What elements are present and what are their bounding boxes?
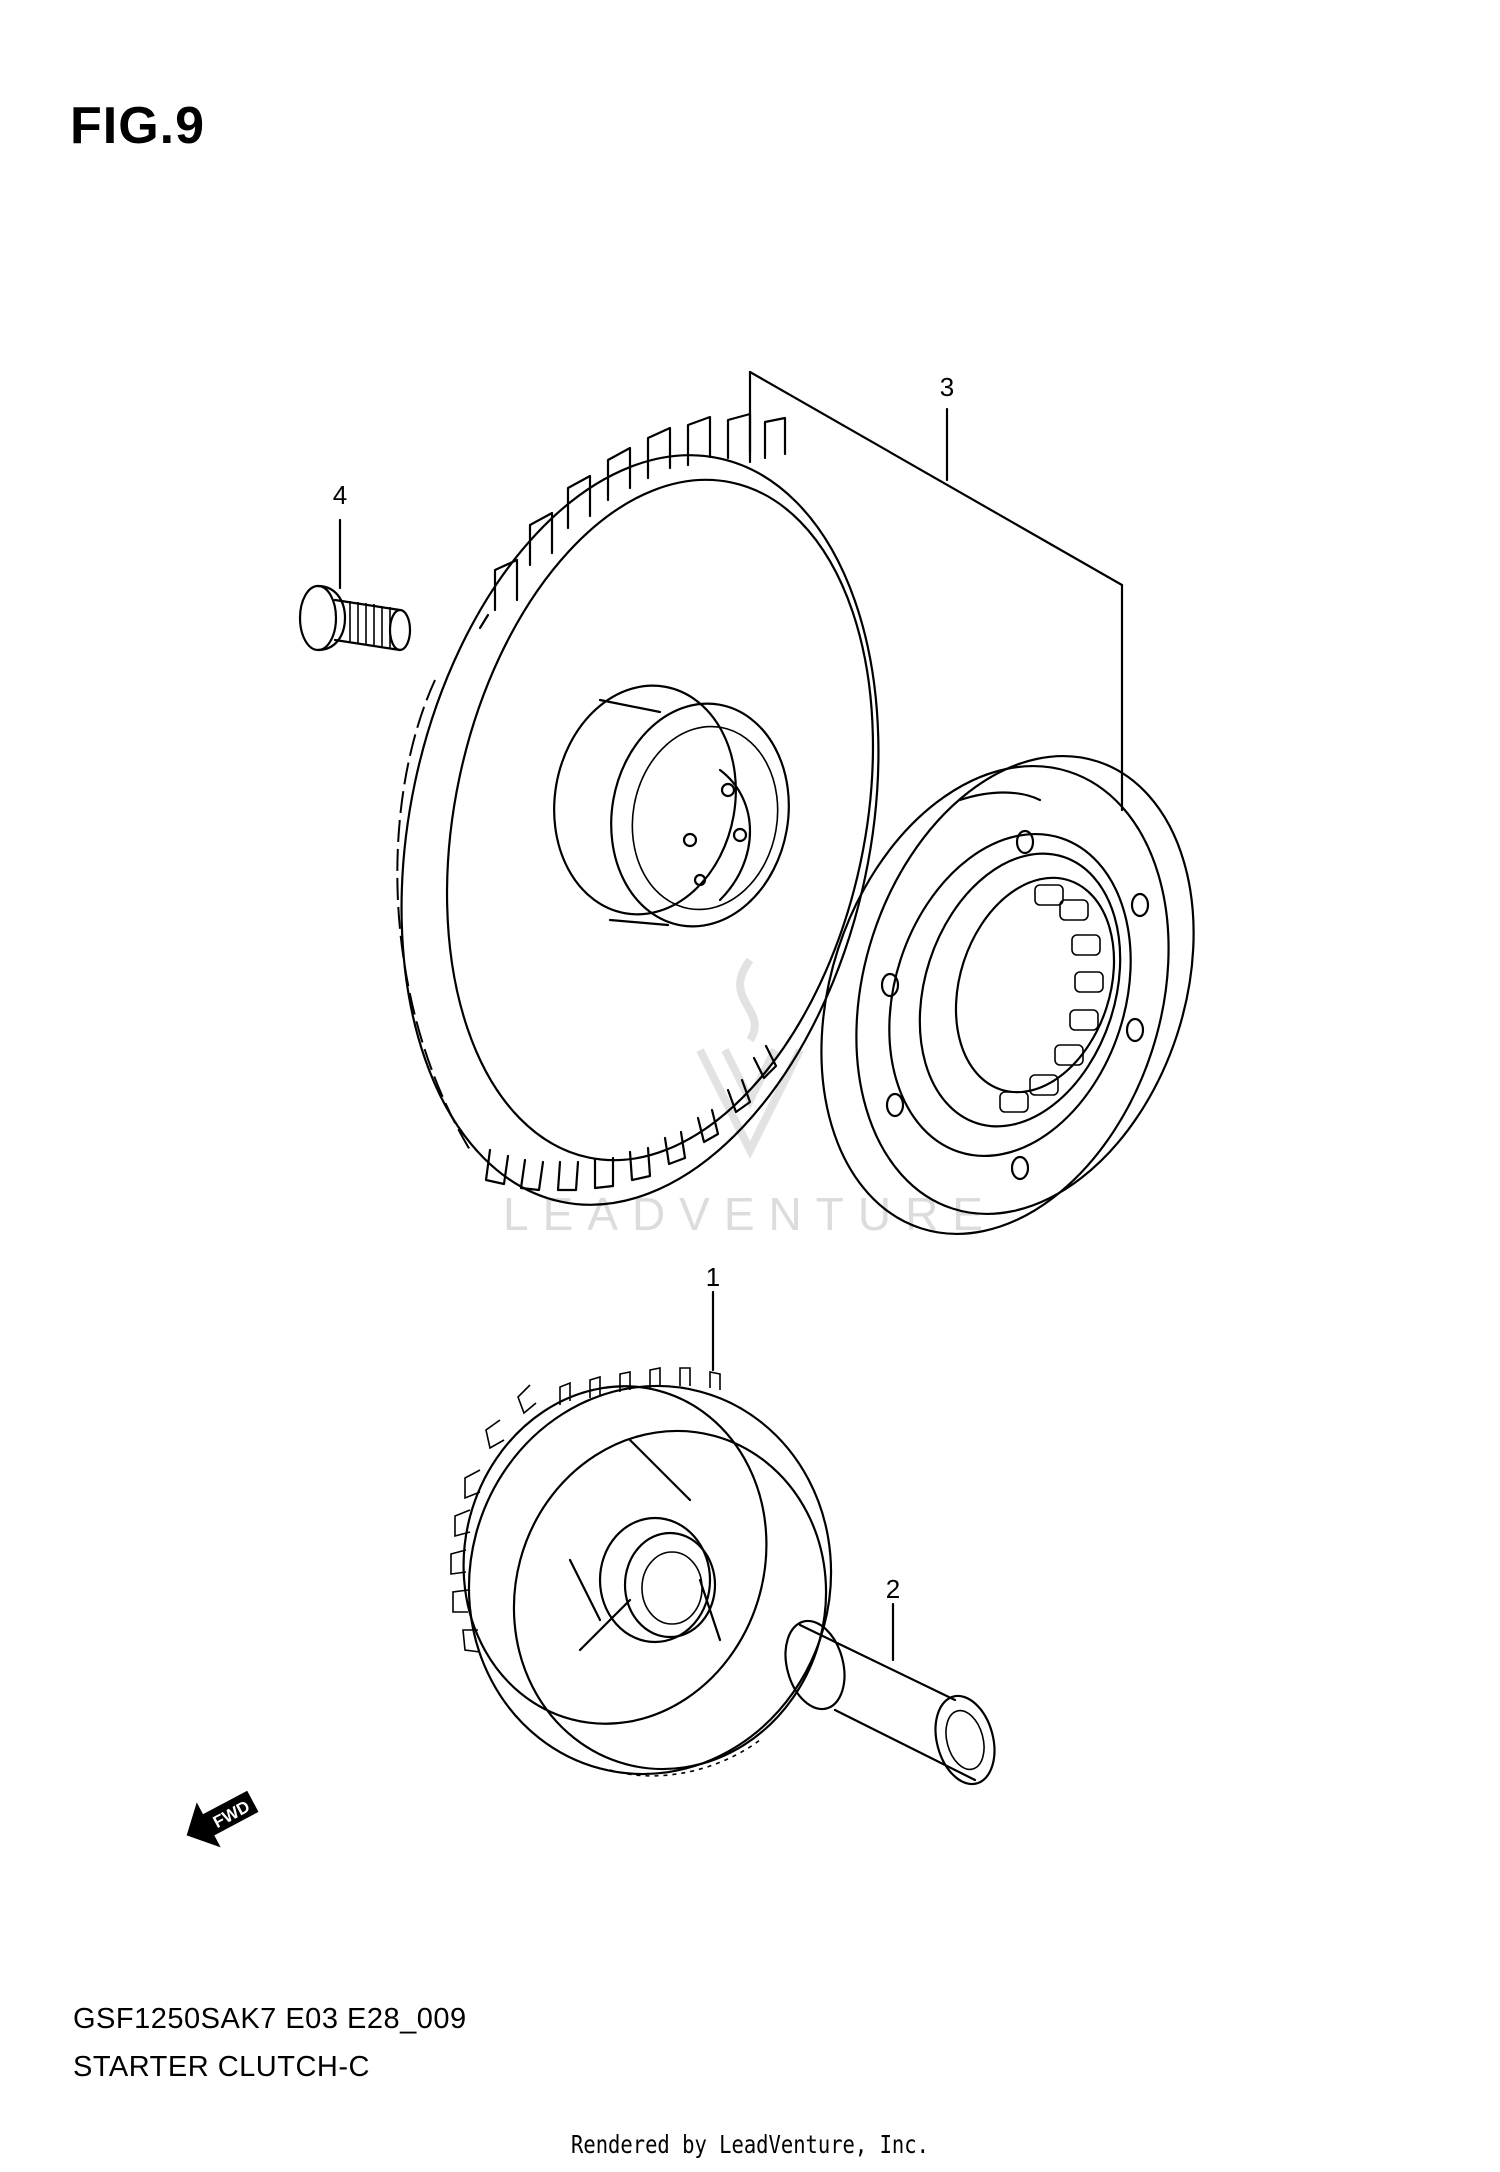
starter-idle-gear[interactable]	[426, 1345, 875, 1815]
model-code: GSF1250SAK7 E03 E28_009	[73, 2003, 467, 2035]
figure-title: FIG.9	[70, 97, 206, 155]
leader-lines	[338, 370, 1124, 1662]
idle-gear-shaft[interactable]	[776, 1614, 1003, 1790]
one-way-clutch-housing[interactable]	[764, 712, 1250, 1279]
forward-arrow-icon: FWD	[186, 1790, 259, 1848]
starter-driven-gear-large[interactable]	[336, 410, 944, 1249]
watermark-text: LEADVENTURE	[503, 1188, 997, 1240]
callout-4: 4	[332, 480, 348, 510]
callout-3: 3	[939, 372, 955, 402]
render-credit: Rendered by LeadVenture, Inc.	[571, 2130, 929, 2159]
callout-1: 1	[705, 1262, 721, 1292]
bolt[interactable]	[298, 584, 412, 652]
callout-2: 2	[885, 1574, 901, 1604]
diagram-name: STARTER CLUTCH-C	[73, 2051, 370, 2083]
